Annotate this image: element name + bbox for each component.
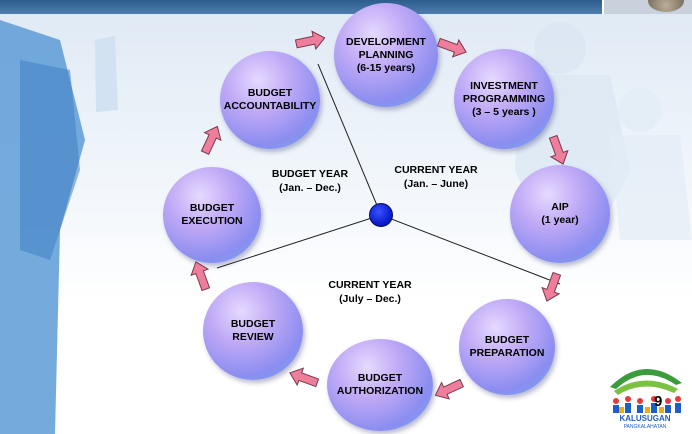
stage-budget-authorization: BUDGET AUTHORIZATION <box>327 339 433 431</box>
divider-line-right <box>380 214 561 285</box>
period-budget-year: BUDGET YEAR (Jan. – Dec.) <box>271 168 349 194</box>
stage-budget-preparation: BUDGET PREPARATION <box>459 299 555 395</box>
divider-line-left <box>216 214 382 269</box>
arrow-authorization-to-review <box>286 363 321 392</box>
arrow-review-to-execution <box>186 258 215 293</box>
stage-budget-execution: BUDGET EXECUTION <box>163 167 261 263</box>
stage-investment-programming: INVESTMENT PROGRAMMING (3 – 5 years ) <box>454 49 554 149</box>
arrow-investment-to-aip <box>544 133 573 168</box>
header-corner <box>602 0 692 14</box>
page-number: 9 <box>654 393 663 410</box>
period-current-year-july-dec: CURRENT YEAR (July – Dec.) <box>328 279 412 305</box>
period-current-year-jan-june: CURRENT YEAR (Jan. – June) <box>394 164 478 190</box>
stage-aip: AIP (1 year) <box>510 165 610 263</box>
arrow-aip-to-preparation <box>537 270 566 305</box>
svg-text:PANGKALAHATAN: PANGKALAHATAN <box>624 424 667 429</box>
arrow-execution-to-accountability <box>196 122 226 157</box>
divider-line-top <box>317 63 382 216</box>
seal-icon <box>648 0 684 12</box>
arrow-preparation-to-authorization <box>431 374 466 404</box>
stage-development-planning: DEVELOPMENT PLANNING (6-15 years) <box>334 3 438 107</box>
header-bar <box>0 0 692 14</box>
arrow-development-to-investment <box>435 33 470 62</box>
arrow-accountability-to-development <box>293 28 328 54</box>
center-hub <box>369 203 393 227</box>
kalusugan-logo: KALUSUGAN PANGKALAHATAN <box>610 368 682 429</box>
stage-budget-review: BUDGET REVIEW <box>203 282 303 380</box>
svg-text:KALUSUGAN: KALUSUGAN <box>619 414 670 423</box>
stage-budget-accountability: BUDGET ACCOUNTABILITY <box>220 51 320 149</box>
